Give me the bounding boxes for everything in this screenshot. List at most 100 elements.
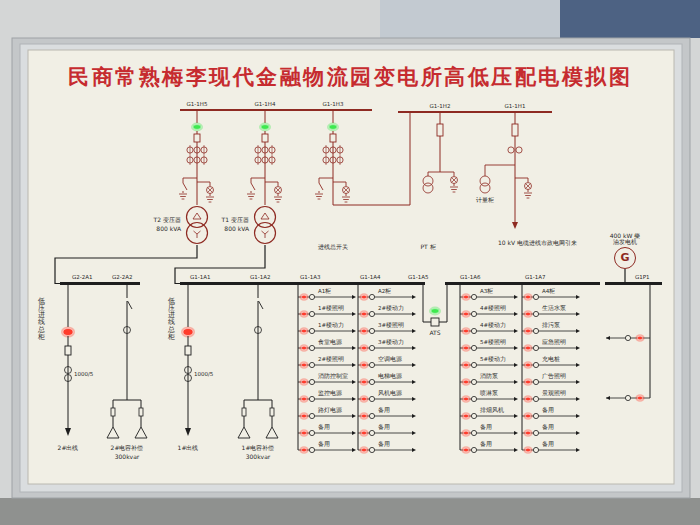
wye-symbol: [262, 231, 269, 238]
annotation-label: 1000/5: [74, 371, 93, 377]
ats-switch: [431, 318, 439, 326]
led-glow: [259, 123, 271, 132]
ground-symbol: [207, 199, 213, 200]
indicator-led: [637, 336, 642, 340]
indicator-led: [301, 312, 306, 316]
led-glow: [523, 361, 532, 369]
wire: [333, 182, 346, 183]
voltage-transformer: [480, 183, 490, 193]
ground-symbol: [315, 194, 323, 195]
indicator-led: [301, 431, 306, 435]
earthing-switch: [251, 183, 255, 190]
wire: [326, 145, 327, 165]
feeder-arrow: [352, 380, 356, 384]
annotation-label: 2#出线: [58, 445, 79, 452]
breaker-symbol: [533, 413, 538, 418]
led-glow: [299, 327, 308, 335]
indicator-led: [525, 397, 530, 401]
ground-symbol: [179, 194, 187, 195]
indicator-led: [301, 295, 306, 299]
capacitor-bank: [238, 427, 250, 438]
feeder-arrow: [576, 295, 580, 299]
feeder-label: 排烟风机: [480, 407, 504, 413]
feeder-label: 备用: [480, 424, 492, 430]
annotation-label: G1-1H5: [187, 101, 208, 107]
indicator-led: [525, 295, 530, 299]
arrester-symbol: [208, 188, 213, 193]
wire: [319, 191, 320, 193]
feeder-arrow: [412, 346, 416, 350]
feeder-label: 景观照明: [542, 390, 566, 396]
led-glow: [461, 310, 470, 318]
fuse-symbol: [270, 408, 274, 416]
isolator-symbol: [258, 300, 263, 309]
wire: [515, 112, 516, 124]
busbar-label: G1-1A1: [190, 274, 211, 280]
breaker-symbol: [471, 379, 476, 384]
led-glow: [327, 123, 339, 132]
breaker-symbol: [625, 395, 630, 400]
led-glow: [299, 361, 308, 369]
feeder-arrow: [576, 363, 580, 367]
indicator-led: [193, 125, 201, 130]
feeder-label: 4#楼照明: [480, 305, 506, 311]
current-transformer: [255, 327, 262, 334]
transformer-outline: [184, 205, 210, 245]
arrester-symbol: [452, 178, 457, 183]
feeder-arrow: [412, 329, 416, 333]
current-transformer: [185, 367, 192, 374]
indicator-led: [525, 363, 530, 367]
led-glow: [299, 395, 308, 403]
fuse-symbol: [111, 408, 115, 416]
indicator-led: [525, 329, 530, 333]
indicator-led: [361, 380, 366, 384]
fuse-symbol: [139, 408, 143, 416]
indicator-led: [361, 397, 366, 401]
ground-symbol: [343, 199, 349, 200]
feeder-label: 路灯电源: [318, 407, 342, 413]
breaker-symbol: [262, 134, 268, 142]
feeder-label: 备用: [318, 441, 330, 447]
busbar-label: G1-1A5: [408, 274, 429, 280]
ground-symbol: [450, 187, 458, 188]
arrester-symbol: [343, 187, 350, 194]
annotation-label: G1-1H1: [505, 103, 526, 109]
breaker-symbol: [194, 134, 200, 142]
wire: [346, 182, 347, 186]
led-glow: [523, 293, 532, 301]
feeder-label: 备用: [542, 441, 554, 447]
wire: [197, 110, 198, 123]
annotation-label: 1#电容补偿: [242, 445, 275, 452]
led-glow: [359, 327, 368, 335]
breaker-symbol: [533, 328, 538, 333]
indicator-led: [525, 431, 530, 435]
ground-symbol: [277, 202, 280, 203]
arrester-symbol: [526, 184, 531, 189]
wire: [183, 178, 197, 179]
wire: [204, 145, 205, 165]
equipment-label: T1 变压器: [222, 217, 249, 224]
led-glow: [461, 293, 470, 301]
breaker-symbol: [369, 430, 374, 435]
led-glow: [359, 446, 368, 454]
arrester-symbol: [525, 183, 532, 190]
busbar-label: G1P1: [635, 274, 650, 280]
wire: [319, 178, 333, 179]
feeder-arrow: [352, 346, 356, 350]
breaker-symbol: [369, 379, 374, 384]
feeder-riser: [298, 285, 299, 450]
breaker-symbol: [185, 346, 191, 355]
feeder-arrow: [606, 396, 610, 400]
ground-symbol: [316, 196, 322, 197]
busbar-label: G1-1A2: [250, 274, 271, 280]
annotation-label: G1-1H4: [255, 101, 276, 107]
breaker-symbol: [471, 362, 476, 367]
diagram-title: 民商常熟梅李现代金融物流园变电所高低压配电模拟图: [68, 66, 632, 89]
wire: [423, 285, 431, 322]
indicator-led: [463, 414, 468, 418]
feeder-riser: [460, 285, 461, 450]
feeder-label: 备用: [318, 424, 330, 430]
ground-symbol: [525, 195, 531, 196]
indicator-led: [361, 414, 366, 418]
feeder-label: 备用: [480, 441, 492, 447]
